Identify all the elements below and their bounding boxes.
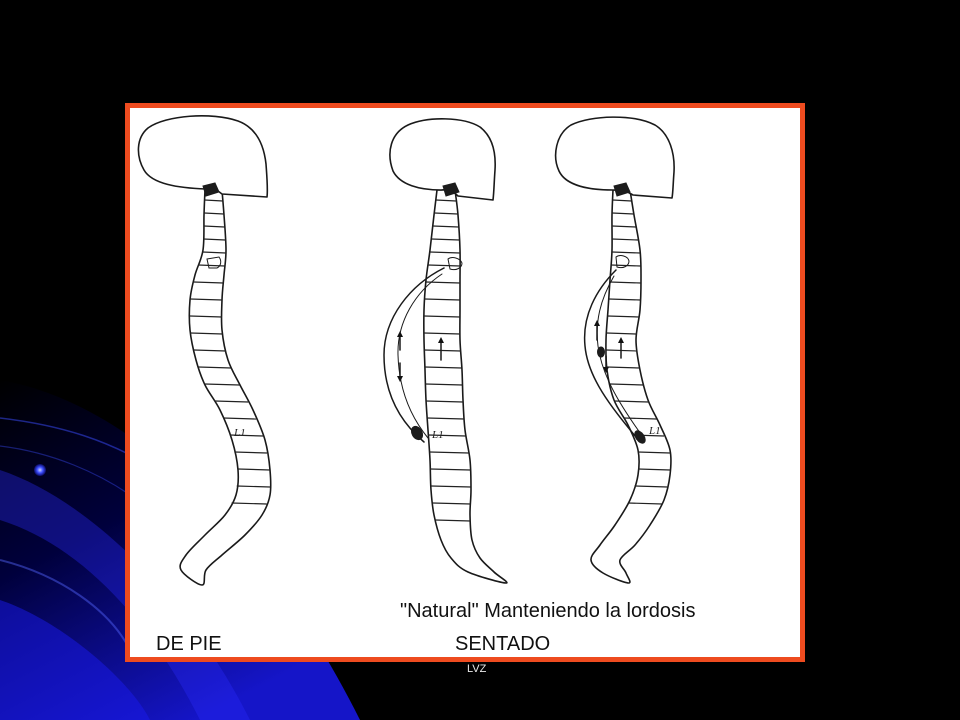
muscle-attachment [598,347,605,357]
spine-body [591,190,671,583]
vertebra-label: L1 [648,425,661,437]
vertebra-label: L1 [431,429,444,441]
muscle-attachment [409,424,425,441]
figure-sitting-lordosis: L1 [556,117,674,583]
vertebra-label: L1 [233,427,246,439]
figure-frame: L1 L1 [125,103,805,662]
spine-body [424,190,507,583]
head-outline [390,119,495,200]
spine-illustration: L1 L1 [130,108,800,657]
spine-body [180,190,271,585]
background-dot [34,464,46,476]
figure-standing: L1 [138,116,270,585]
spine-column [591,190,671,583]
spine-column [180,190,271,585]
caption-natural-lordosis: "Natural" Manteniendo la lordosis [400,601,695,621]
label-sitting: SENTADO [455,634,550,654]
head-outline [138,116,267,197]
spine-column [424,190,507,583]
footer-credit: LVZ [467,663,486,675]
label-standing: DE PIE [156,634,222,654]
figure-sitting-natural: L1 [384,119,507,583]
